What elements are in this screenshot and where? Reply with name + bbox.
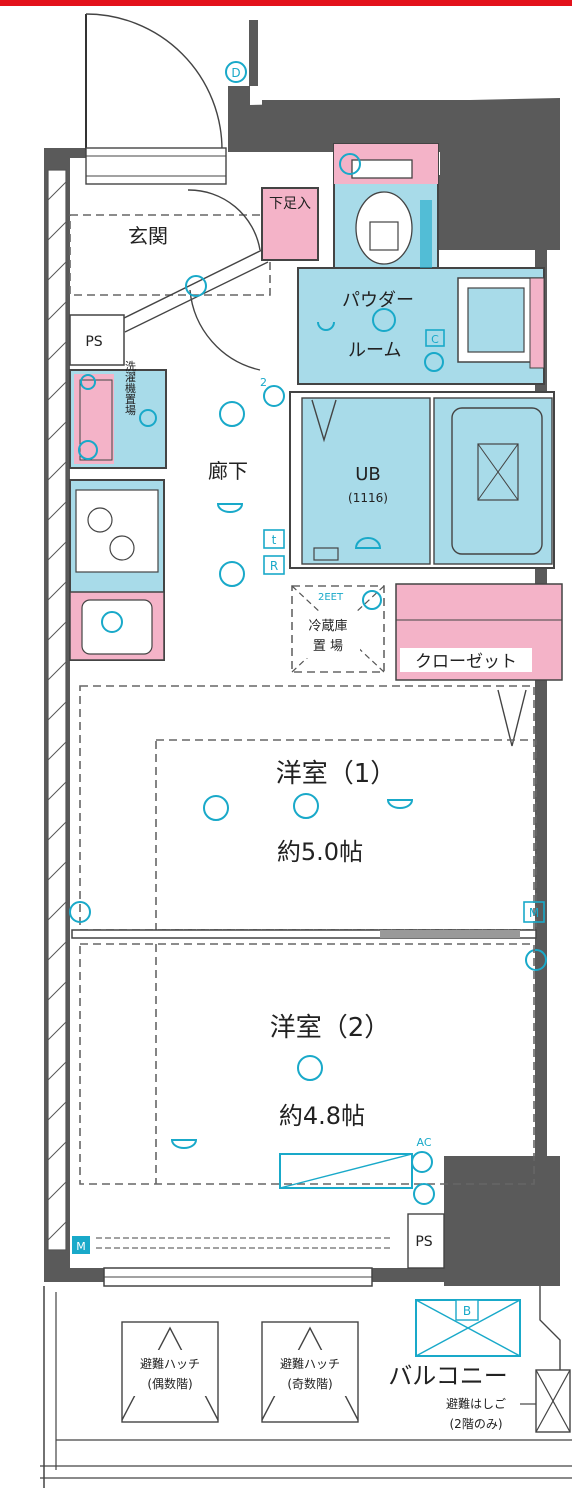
room-1: 洋室（1） 約5.0帖 M (69, 685, 545, 931)
left-wall-hatch (47, 181, 67, 1241)
svg-text:R: R (270, 559, 278, 573)
header-bar (0, 0, 572, 6)
entry-door (85, 13, 227, 185)
ub-label: UB (355, 464, 381, 485)
genkan-label: 玄関 (128, 224, 168, 248)
laundry: 洗濯機置場 (69, 360, 167, 469)
unit-bath: UB (1116) (289, 391, 555, 569)
svg-text:D: D (231, 66, 240, 80)
svg-text:M: M (76, 1240, 86, 1253)
room-2: 洋室（2） 約4.8帖 AC (79, 943, 535, 1205)
balcony-label: バルコニー (388, 1362, 508, 1390)
svg-text:2EET: 2EET (318, 592, 344, 603)
fridge-space: 冷蔵庫 置 場 2EET (291, 585, 385, 673)
svg-text:2: 2 (260, 376, 267, 389)
ub-size: (1116) (348, 491, 388, 505)
hallway: 廊下 2 t R (208, 376, 285, 587)
svg-text:PS: PS (415, 1234, 432, 1250)
svg-text:(2階のみ): (2階のみ) (450, 1416, 503, 1431)
room1-size: 約5.0帖 (277, 838, 363, 866)
room2-size: 約4.8帖 (279, 1102, 365, 1130)
genkan-area: 玄関 (69, 189, 271, 371)
walls (44, 20, 560, 1287)
kitchen (69, 479, 165, 661)
shoe-box: 下足入 (261, 187, 319, 261)
svg-text:(偶数階): (偶数階) (147, 1376, 192, 1391)
powder-room-label-1: パウダー (342, 290, 414, 311)
svg-text:避難ハッチ: 避難ハッチ (280, 1356, 340, 1371)
svg-text:避難はしご: 避難はしご (446, 1396, 506, 1411)
balcony: B 避難ハッチ (偶数階) 避難ハッチ (奇数階) バルコニー 避難はしご (2… (40, 1286, 572, 1488)
svg-text:(奇数階): (奇数階) (287, 1376, 332, 1391)
svg-text:AC: AC (416, 1136, 431, 1149)
room1-name: 洋室（1） (276, 759, 397, 789)
svg-text:t: t (272, 533, 277, 547)
room2-name: 洋室（2） (270, 1013, 391, 1043)
closet-label: クローゼット (415, 652, 517, 672)
ps-top: PS (69, 314, 125, 366)
door-d-symbol: D (225, 61, 247, 83)
svg-text:M: M (529, 906, 539, 920)
ps-bottom: PS (407, 1213, 445, 1269)
closet: クローゼット (395, 583, 563, 747)
fridge-label-2: 置 場 (313, 639, 343, 654)
svg-text:B: B (463, 1304, 471, 1318)
partition (71, 929, 547, 971)
svg-text:避難ハッチ: 避難ハッチ (140, 1356, 200, 1371)
laundry-label: 洗濯機置場 (124, 360, 137, 416)
fridge-label-1: 冷蔵庫 (308, 619, 347, 634)
svg-text:C: C (431, 333, 439, 346)
svg-text:PS: PS (85, 334, 102, 350)
powder-room-label-2: ルーム (348, 340, 401, 361)
hallway-label: 廊下 (208, 459, 248, 483)
powder-room: パウダー ルーム C (297, 143, 545, 385)
meter-bottom: M (72, 1236, 390, 1254)
shoe-box-label: 下足入 (269, 196, 311, 212)
